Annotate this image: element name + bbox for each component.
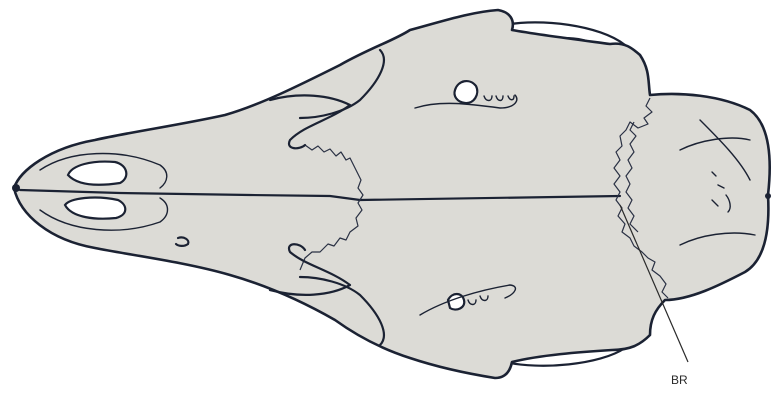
supraorbital-opening bbox=[454, 81, 477, 103]
occipital-point bbox=[765, 193, 771, 199]
bregma-label: BR bbox=[671, 373, 688, 387]
snout-tip bbox=[12, 184, 20, 192]
